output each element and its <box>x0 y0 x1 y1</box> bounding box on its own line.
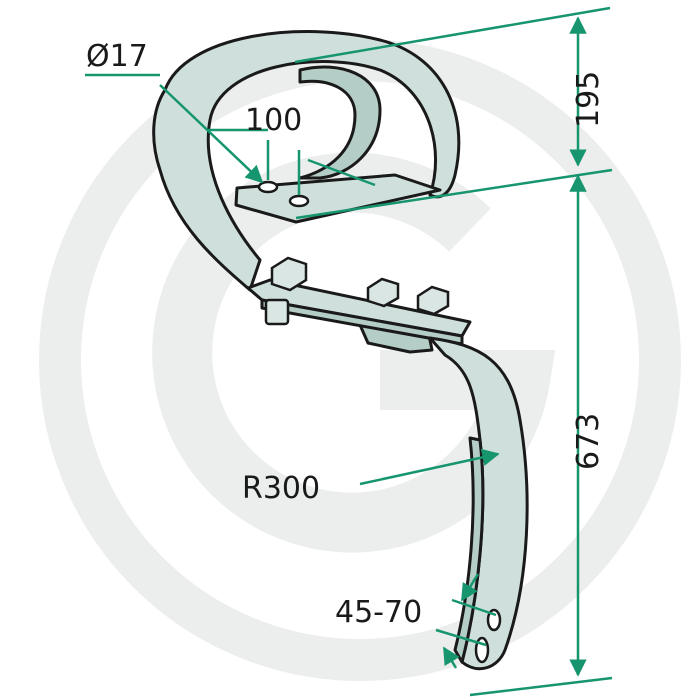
height-total-label: 673 <box>571 413 606 470</box>
spring-coil <box>152 30 461 292</box>
mounting-hole-1 <box>257 180 279 194</box>
height-upper-label: 195 <box>571 71 606 128</box>
mounting-hole-2 <box>288 194 310 208</box>
tip-width-label: 45-70 <box>335 595 422 630</box>
dimension-hole-spacing: 100 <box>245 103 376 195</box>
dimension-heights: 195 673 <box>294 6 613 697</box>
dimension-hole-diameter: Ø17 <box>85 39 268 184</box>
top-mounting-plate <box>234 173 442 224</box>
bolt-left <box>264 256 308 326</box>
dimension-radius: R300 <box>242 448 500 506</box>
hole-diameter-label: Ø17 <box>86 39 148 74</box>
tip-slot-1 <box>486 608 502 632</box>
clamp-bar <box>246 278 472 354</box>
radius-label: R300 <box>242 471 320 506</box>
hole-spacing-label: 100 <box>245 103 302 138</box>
bolt-right <box>416 285 450 316</box>
bolt-middle <box>366 277 400 308</box>
dimension-tip-width: 45-70 <box>335 573 497 669</box>
